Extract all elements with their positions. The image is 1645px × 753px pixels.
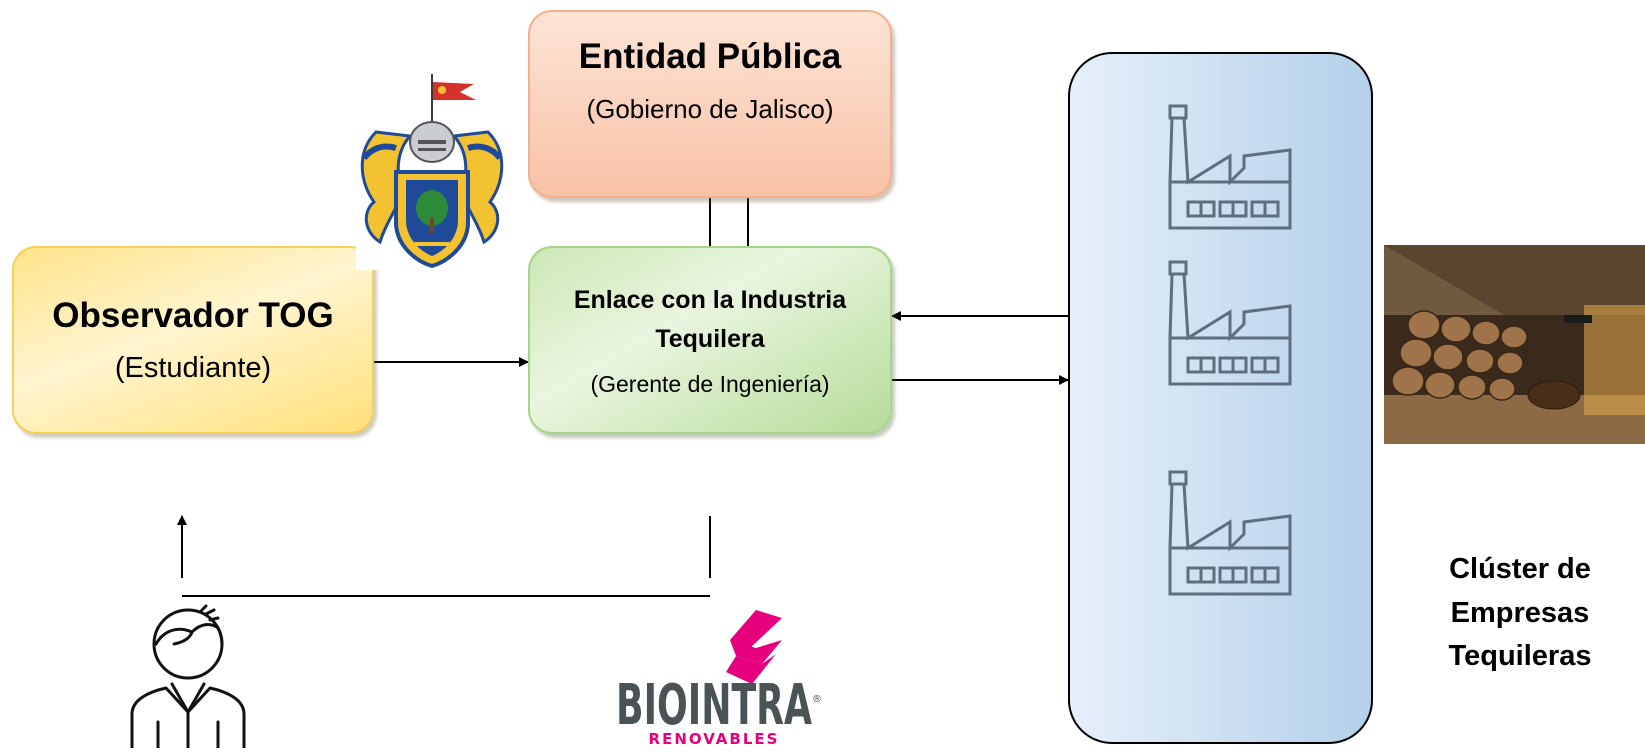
enlace-industria-box: Enlace con la Industria Tequilera (Geren… [528, 246, 892, 434]
cluster-empresas-container [1068, 52, 1373, 744]
biointra-logo: ® BIOINTRA RENOVABLES [606, 610, 824, 748]
cluster-label-line2: Empresas [1450, 596, 1590, 629]
cluster-label-line3: Tequileras [1448, 640, 1592, 672]
biointra-mark-icon: ® BIOINTRA RENOVABLES [616, 610, 822, 748]
factory-icon [1168, 104, 1292, 230]
cluster-label: Clúster de Empresas Tequileras [1410, 548, 1630, 679]
entidad-publica-box: Entidad Pública (Gobierno de Jalisco) [528, 10, 892, 198]
observador-subtitle: (Estudiante) [114, 351, 272, 384]
observador-title: Observador TOG [52, 295, 334, 335]
factory-icon [1168, 260, 1292, 386]
factory-icon [1168, 470, 1292, 596]
jalisco-coat-of-arms-icon [356, 62, 508, 270]
student-icon [130, 604, 246, 748]
biointra-subtitle: RENOVABLES [649, 730, 780, 748]
entidad-title: Entidad Pública [578, 37, 842, 76]
enlace-subtitle: (Gerente de Ingeniería) [590, 370, 830, 397]
observador-tog-box: Observador TOG (Estudiante) [12, 246, 374, 434]
entidad-subtitle: (Gobierno de Jalisco) [586, 94, 834, 124]
barrel-cellar-photo [1384, 245, 1645, 444]
enlace-title-line1: Enlace con la Industria [573, 286, 847, 315]
biointra-registered-mark: ® [812, 694, 822, 705]
biointra-wordmark: BIOINTRA [616, 673, 812, 738]
enlace-title-line2: Tequilera [655, 325, 765, 354]
cluster-label-line1: Clúster de [1449, 553, 1591, 585]
